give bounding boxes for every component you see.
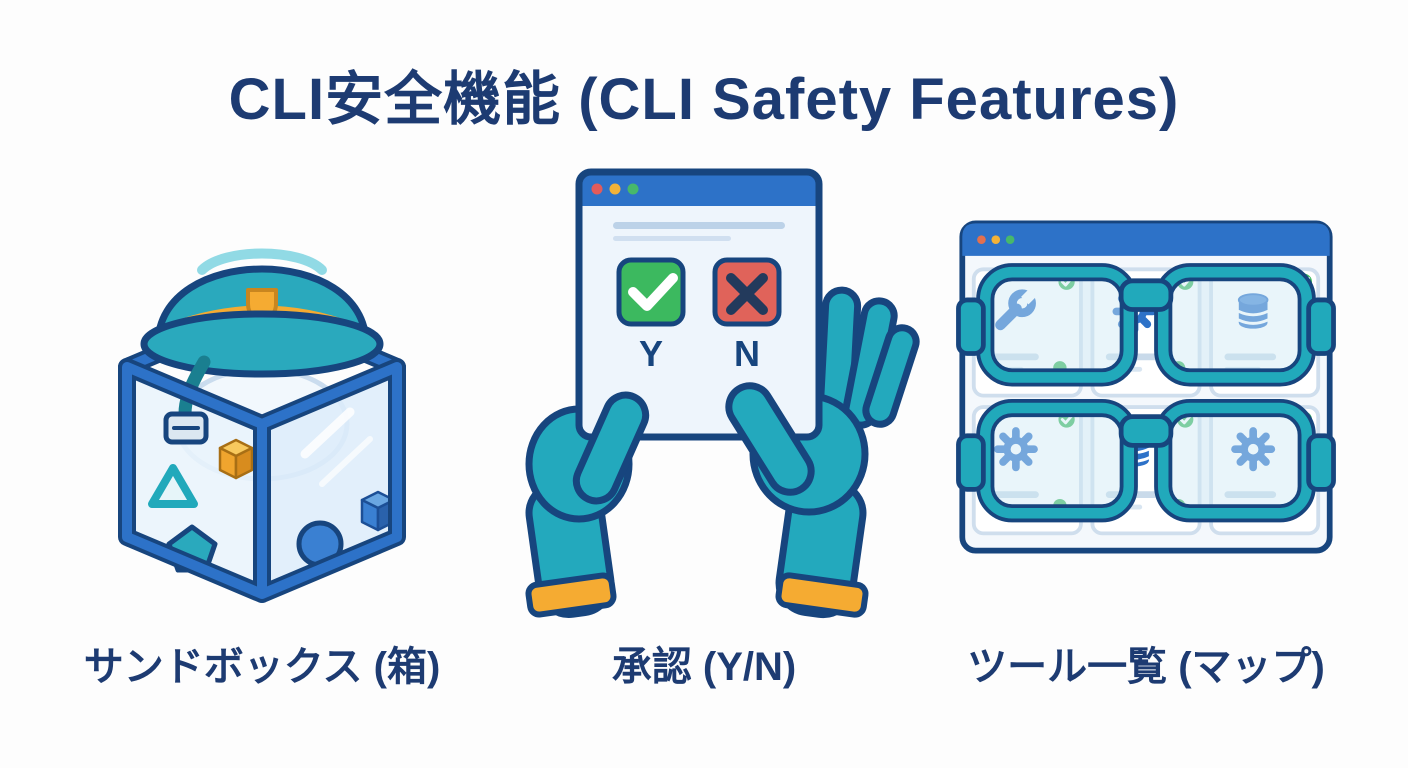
feature-toolmap: ツール一覧 (マップ) — [930, 144, 1362, 692]
no-label: N — [734, 333, 760, 374]
window-dot-yellow — [991, 235, 1001, 244]
right-thumb — [725, 382, 815, 496]
check-icon — [628, 273, 678, 311]
window-dot-green — [1005, 235, 1015, 244]
window-dot-red — [591, 183, 603, 195]
sandbox-illustration-box — [52, 144, 472, 630]
feature-approval: Y N 承認 (Y/N) — [488, 144, 920, 692]
toolmap-illustration — [945, 220, 1347, 554]
page-title: CLI安全機能 (CLI Safety Features) — [228, 67, 1180, 132]
window-dot-yellow — [609, 183, 621, 195]
reject-button — [712, 257, 782, 327]
toolmap-illustration-box — [945, 144, 1347, 630]
confirm-dialog: Y N — [575, 168, 823, 441]
yes-label: Y — [639, 333, 663, 374]
approval-illustration-box: Y N — [479, 144, 929, 630]
approval-illustration: Y N — [525, 168, 920, 619]
sandbox-illustration — [118, 248, 406, 603]
window-dot-green — [627, 183, 639, 195]
x-icon — [726, 273, 768, 315]
hard-hat-icon — [140, 248, 384, 378]
sandbox-label: サンドボックス (箱) — [83, 645, 441, 689]
features-row: サンドボックス (箱) — [0, 136, 1408, 692]
toolmap-label: ツール一覧 (マップ) — [967, 645, 1325, 689]
orange-cube-shape — [218, 438, 254, 480]
left-cuff — [525, 572, 617, 618]
window-dot-red — [977, 235, 986, 244]
feature-sandbox: サンドボックス (箱) — [46, 144, 478, 692]
approval-label: 承認 (Y/N) — [611, 645, 797, 689]
triangle-shape — [148, 464, 198, 508]
approve-button — [616, 257, 686, 327]
glass-shine — [300, 407, 373, 487]
right-cuff — [775, 572, 869, 618]
box-frame — [118, 358, 406, 603]
left-thumb — [572, 391, 650, 505]
